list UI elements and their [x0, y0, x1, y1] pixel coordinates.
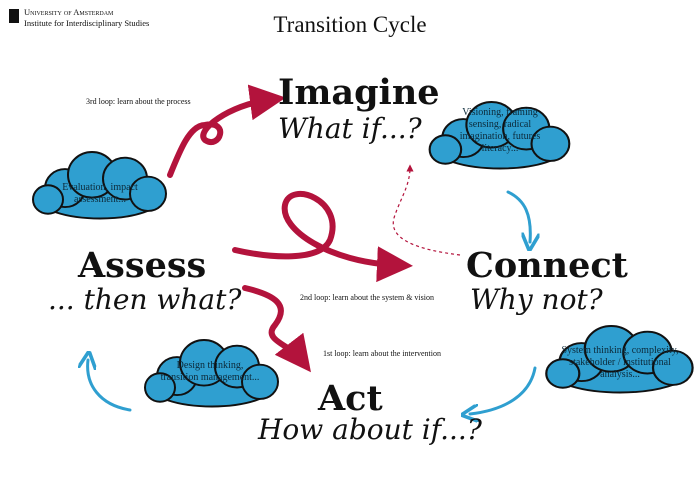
logo-institute: Institute for Interdisciplinary Studies — [24, 18, 150, 28]
university-logo-icon — [9, 9, 19, 23]
stage-connect-question: Why not? — [470, 283, 603, 316]
first-loop-label: 1st loop: learn about the intervention — [323, 349, 441, 358]
stage-imagine-question: What if...? — [278, 112, 422, 145]
second-loop-arrow — [232, 191, 413, 283]
page-title: Transition Cycle — [273, 12, 427, 37]
act-to-assess-arrow — [88, 360, 132, 412]
stage-act: Act — [318, 378, 383, 419]
cloud-connect-text: System thinking, complexity, stakeholder… — [561, 345, 679, 380]
cloud-assess-text: Evaluation, impact assessment... — [62, 182, 138, 205]
third-loop-arrow — [167, 84, 286, 178]
imagine-to-connect-arrow — [506, 190, 530, 242]
connect-to-act-arrow — [470, 366, 537, 414]
stage-assess: Assess — [78, 245, 207, 286]
second-loop-label: 2nd loop: learn about the system & visio… — [300, 293, 434, 302]
stage-assess-question: ... then what? — [48, 283, 242, 316]
cloud-imagine-text: Visioning, framing sensing, radical imag… — [459, 107, 541, 154]
first-loop-arrow — [242, 285, 311, 373]
dashed-loop-arrow — [392, 164, 461, 256]
stage-act-question: How about if...? — [258, 413, 482, 446]
logo-university: University of Amsterdam — [24, 7, 114, 17]
cloud-act-text: Design thinking, transition management..… — [160, 360, 260, 383]
stage-connect: Connect — [466, 245, 628, 286]
third-loop-label: 3rd loop: learn about the process — [86, 97, 191, 106]
stage-imagine: Imagine — [278, 72, 440, 113]
